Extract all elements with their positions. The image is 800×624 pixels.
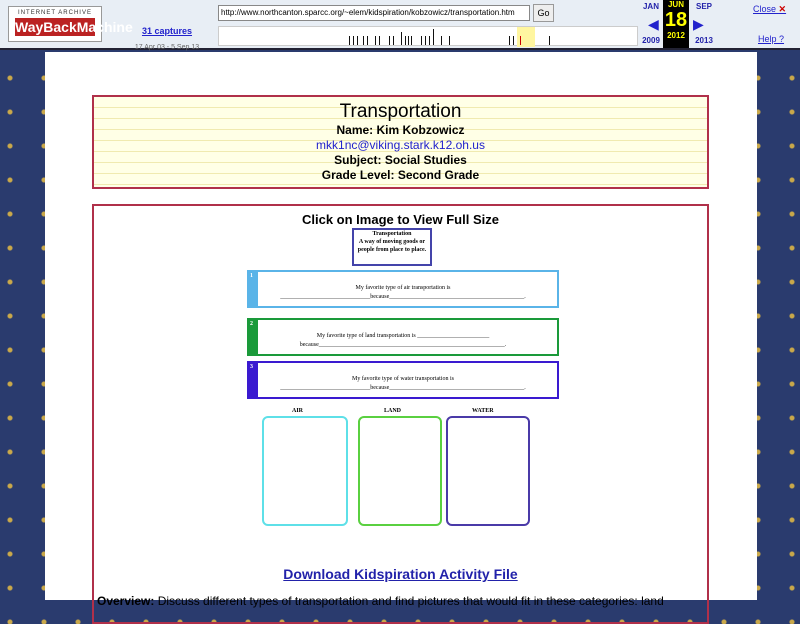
go-button[interactable]: Go [533, 4, 554, 22]
next-arrow-icon[interactable]: ▶ [693, 16, 704, 32]
page-title: Transportation [339, 101, 462, 122]
close-icon: ✕ [778, 4, 787, 14]
download-link[interactable]: Download Kidspiration Activity File [283, 566, 518, 582]
category-box-water [446, 416, 530, 526]
capture-range: 17 Apr 03 - 5 Sep 13 [134, 44, 200, 51]
category-box-land [358, 416, 442, 526]
category-box-air [262, 416, 348, 526]
email-link[interactable]: mkk1nc@viking.stark.k12.oh.us [316, 138, 485, 152]
capture-timeline[interactable] [218, 26, 638, 47]
overview-text: Overview: Discuss different types of tra… [97, 594, 664, 608]
lesson-header: Transportation Name: Kim Kobzowicz mkk1n… [92, 95, 709, 189]
activity-box: Click on Image to View Full Size Transpo… [92, 204, 709, 624]
page-content: Transportation Name: Kim Kobzowicz mkk1n… [45, 52, 757, 624]
prev-arrow-icon[interactable]: ◀ [648, 16, 659, 32]
url-input[interactable]: http://www.northcanton.sparcc.org/~elem/… [218, 5, 530, 21]
close-button[interactable]: Close ✕ [753, 4, 787, 14]
captures-link[interactable]: 31 captures [141, 26, 193, 36]
help-link[interactable]: Help ? [758, 34, 785, 44]
